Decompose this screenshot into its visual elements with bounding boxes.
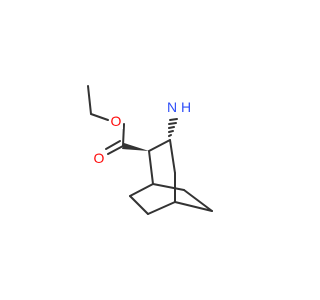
- bond-c1-c8: [152, 183, 185, 191]
- bond-c7-c4: [174, 201, 213, 212]
- hashed-bond-c3-nh: [168, 118, 178, 137]
- atom-amine: N H: [165, 98, 193, 116]
- bond-c2-c3: [148, 139, 171, 152]
- atom-oxygen-carbonyl: O: [92, 150, 106, 166]
- bond-carbonyl-double-1: [107, 145, 124, 155]
- wedge-bond-c2-carbonyl: [122, 143, 149, 151]
- bond-ch3-ch2: [87, 85, 92, 115]
- bond-c8-c7: [183, 189, 213, 212]
- bond-c5-c4: [147, 201, 176, 215]
- oxygen-carbonyl-label: O: [94, 150, 105, 166]
- bond-c1-c6: [129, 183, 154, 197]
- oxygen-ester-label: O: [111, 113, 122, 129]
- bond-c3-c4: [169, 139, 176, 174]
- bond-c6-c5: [129, 195, 149, 215]
- atom-oxygen-ester: O: [109, 113, 123, 129]
- bond-ch2-o: [90, 113, 109, 121]
- bond-carbonyl-double-2: [105, 140, 121, 150]
- amine-h-label: H: [181, 99, 191, 115]
- bond-o-carbonyl-c: [122, 123, 125, 147]
- molecule-diagram: O O N H: [87, 85, 213, 215]
- amine-n-label: N: [167, 99, 177, 115]
- bond-c2-c1: [148, 150, 154, 185]
